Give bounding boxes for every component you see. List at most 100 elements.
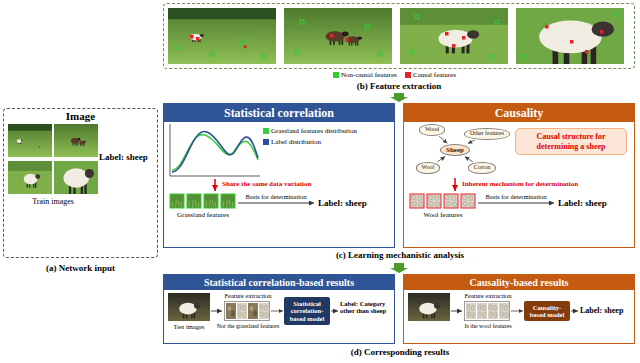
legend-swatch: [405, 72, 411, 78]
patch-caption: Grassland features: [166, 211, 240, 219]
connector: [437, 157, 445, 162]
group-caption: Is the wool features: [455, 323, 521, 330]
image-caption: Train images: [8, 197, 98, 206]
grassland-patches: [187, 194, 201, 208]
non-causal-markers: [300, 20, 304, 24]
connector: [271, 311, 283, 312]
grassland-patches: [221, 194, 235, 208]
note-box: Causal structure for determining a sheep: [515, 128, 627, 155]
result-arrows: [331, 311, 338, 312]
grassland-patches: [187, 194, 201, 208]
legend-swatch: [263, 139, 269, 145]
connector: [465, 157, 473, 162]
graph-ellipse: Wood: [419, 124, 445, 135]
red-note: Share the same data variation: [222, 180, 311, 188]
causal-markers: [330, 34, 334, 38]
red-note: Inherent mechanism for determination: [462, 180, 578, 188]
model-box: Statistical correlation-based model: [284, 297, 330, 325]
non-causal-markers: [490, 55, 494, 59]
analysis-box: Statistical correlation: [163, 103, 395, 248]
feature-group: Feature extractionNot the grassland feat…: [224, 301, 270, 321]
group-heading: Feature extraction: [213, 292, 283, 299]
non-causal-markers: [410, 50, 414, 54]
train-images: [8, 161, 52, 194]
legend-swatch: [333, 72, 339, 78]
causal-markers: [345, 38, 349, 42]
panel-title: Image: [4, 110, 157, 122]
class-label: Label: sheep: [580, 306, 623, 315]
graph-label: Wood: [425, 126, 439, 133]
non-causal-markers: [295, 50, 299, 54]
wool-patches: [410, 194, 424, 208]
class-label: Label: sheep: [318, 198, 367, 208]
legend-item: Label distribution: [263, 138, 321, 146]
extracted-patches: [477, 303, 487, 319]
non-causal-markers: [378, 52, 382, 56]
feature-photos: [516, 8, 624, 64]
grassland-patches: [204, 194, 218, 208]
grassland-patches: [204, 194, 218, 208]
feature-photos: [400, 8, 508, 64]
analysis-box: CausalityWoodSheepOther featuresWoolCott…: [403, 103, 635, 248]
panel-caption: (c) Learning mechanistic analysis: [250, 250, 550, 260]
wool-patches: [427, 194, 441, 208]
grassland-patches: [170, 194, 235, 208]
group-caption: Not the grassland features: [215, 323, 281, 330]
panel-caption: (a) Network input: [4, 263, 157, 273]
legend-item: Grassland features distribution: [263, 127, 357, 135]
non-causal-markers: [240, 40, 244, 44]
grassland-patches: [221, 194, 235, 208]
wool-patches: [461, 194, 475, 208]
distribution-chart: [170, 124, 260, 176]
graph-ellipse: Wool: [416, 162, 441, 173]
legend-text: Grassland features distribution: [271, 127, 357, 135]
class-label: Label: sheep: [558, 198, 607, 208]
causal-markers: [585, 50, 589, 54]
train-images: [54, 161, 98, 194]
wool-patches: [427, 194, 441, 208]
extracted-patches: [259, 303, 269, 319]
connector: [439, 136, 447, 143]
non-causal-markers: [522, 55, 526, 59]
feature-photos: [284, 8, 392, 64]
non-causal-markers: [210, 52, 214, 56]
legend-text: Label distribution: [271, 138, 321, 146]
non-causal-markers: [175, 45, 179, 49]
extracted-patches: [237, 303, 247, 319]
graph-label: Sheep: [446, 146, 464, 154]
test-images: [408, 293, 450, 321]
model-label: Statistical correlation-based model: [286, 300, 328, 322]
legend-swatch: [263, 128, 269, 134]
distribution-chart: [172, 131, 258, 172]
box-header: Causality: [404, 104, 634, 122]
wool-patches: [410, 194, 475, 208]
result-arrows: [571, 311, 578, 312]
train-images: [8, 124, 98, 194]
causal-markers: [545, 25, 549, 29]
graph-ellipse: Sheep: [440, 144, 470, 156]
wool-patches: [410, 194, 424, 208]
non-causal-markers: [415, 15, 419, 19]
causal-markers: [600, 30, 604, 34]
big-flow-arrows: [390, 263, 408, 273]
non-causal-markers: [175, 12, 619, 59]
distribution-chart: [172, 135, 258, 170]
legend-text: Non-causal features: [341, 71, 397, 79]
analysis-arrows: [454, 178, 456, 191]
grassland-patches: [170, 194, 235, 208]
box-header: Statistical correlation: [164, 104, 394, 122]
graph-label: Other features: [470, 130, 504, 137]
arrow-label: Basis for determination: [476, 193, 556, 200]
result-arrows: [451, 311, 462, 312]
distribution-chart: [170, 124, 260, 176]
box-header: Statistical correlation-based results: [164, 275, 394, 290]
panel-caption: (d) Corresponding results: [250, 347, 550, 357]
box-header: Causality-based results: [404, 275, 634, 290]
feature-photos: [168, 8, 276, 64]
non-causal-markers: [262, 55, 266, 59]
causal-markers: [570, 40, 574, 44]
analysis-arrows: [214, 179, 216, 191]
extracted-patches: [499, 303, 509, 319]
extracted-patches: [488, 303, 498, 319]
